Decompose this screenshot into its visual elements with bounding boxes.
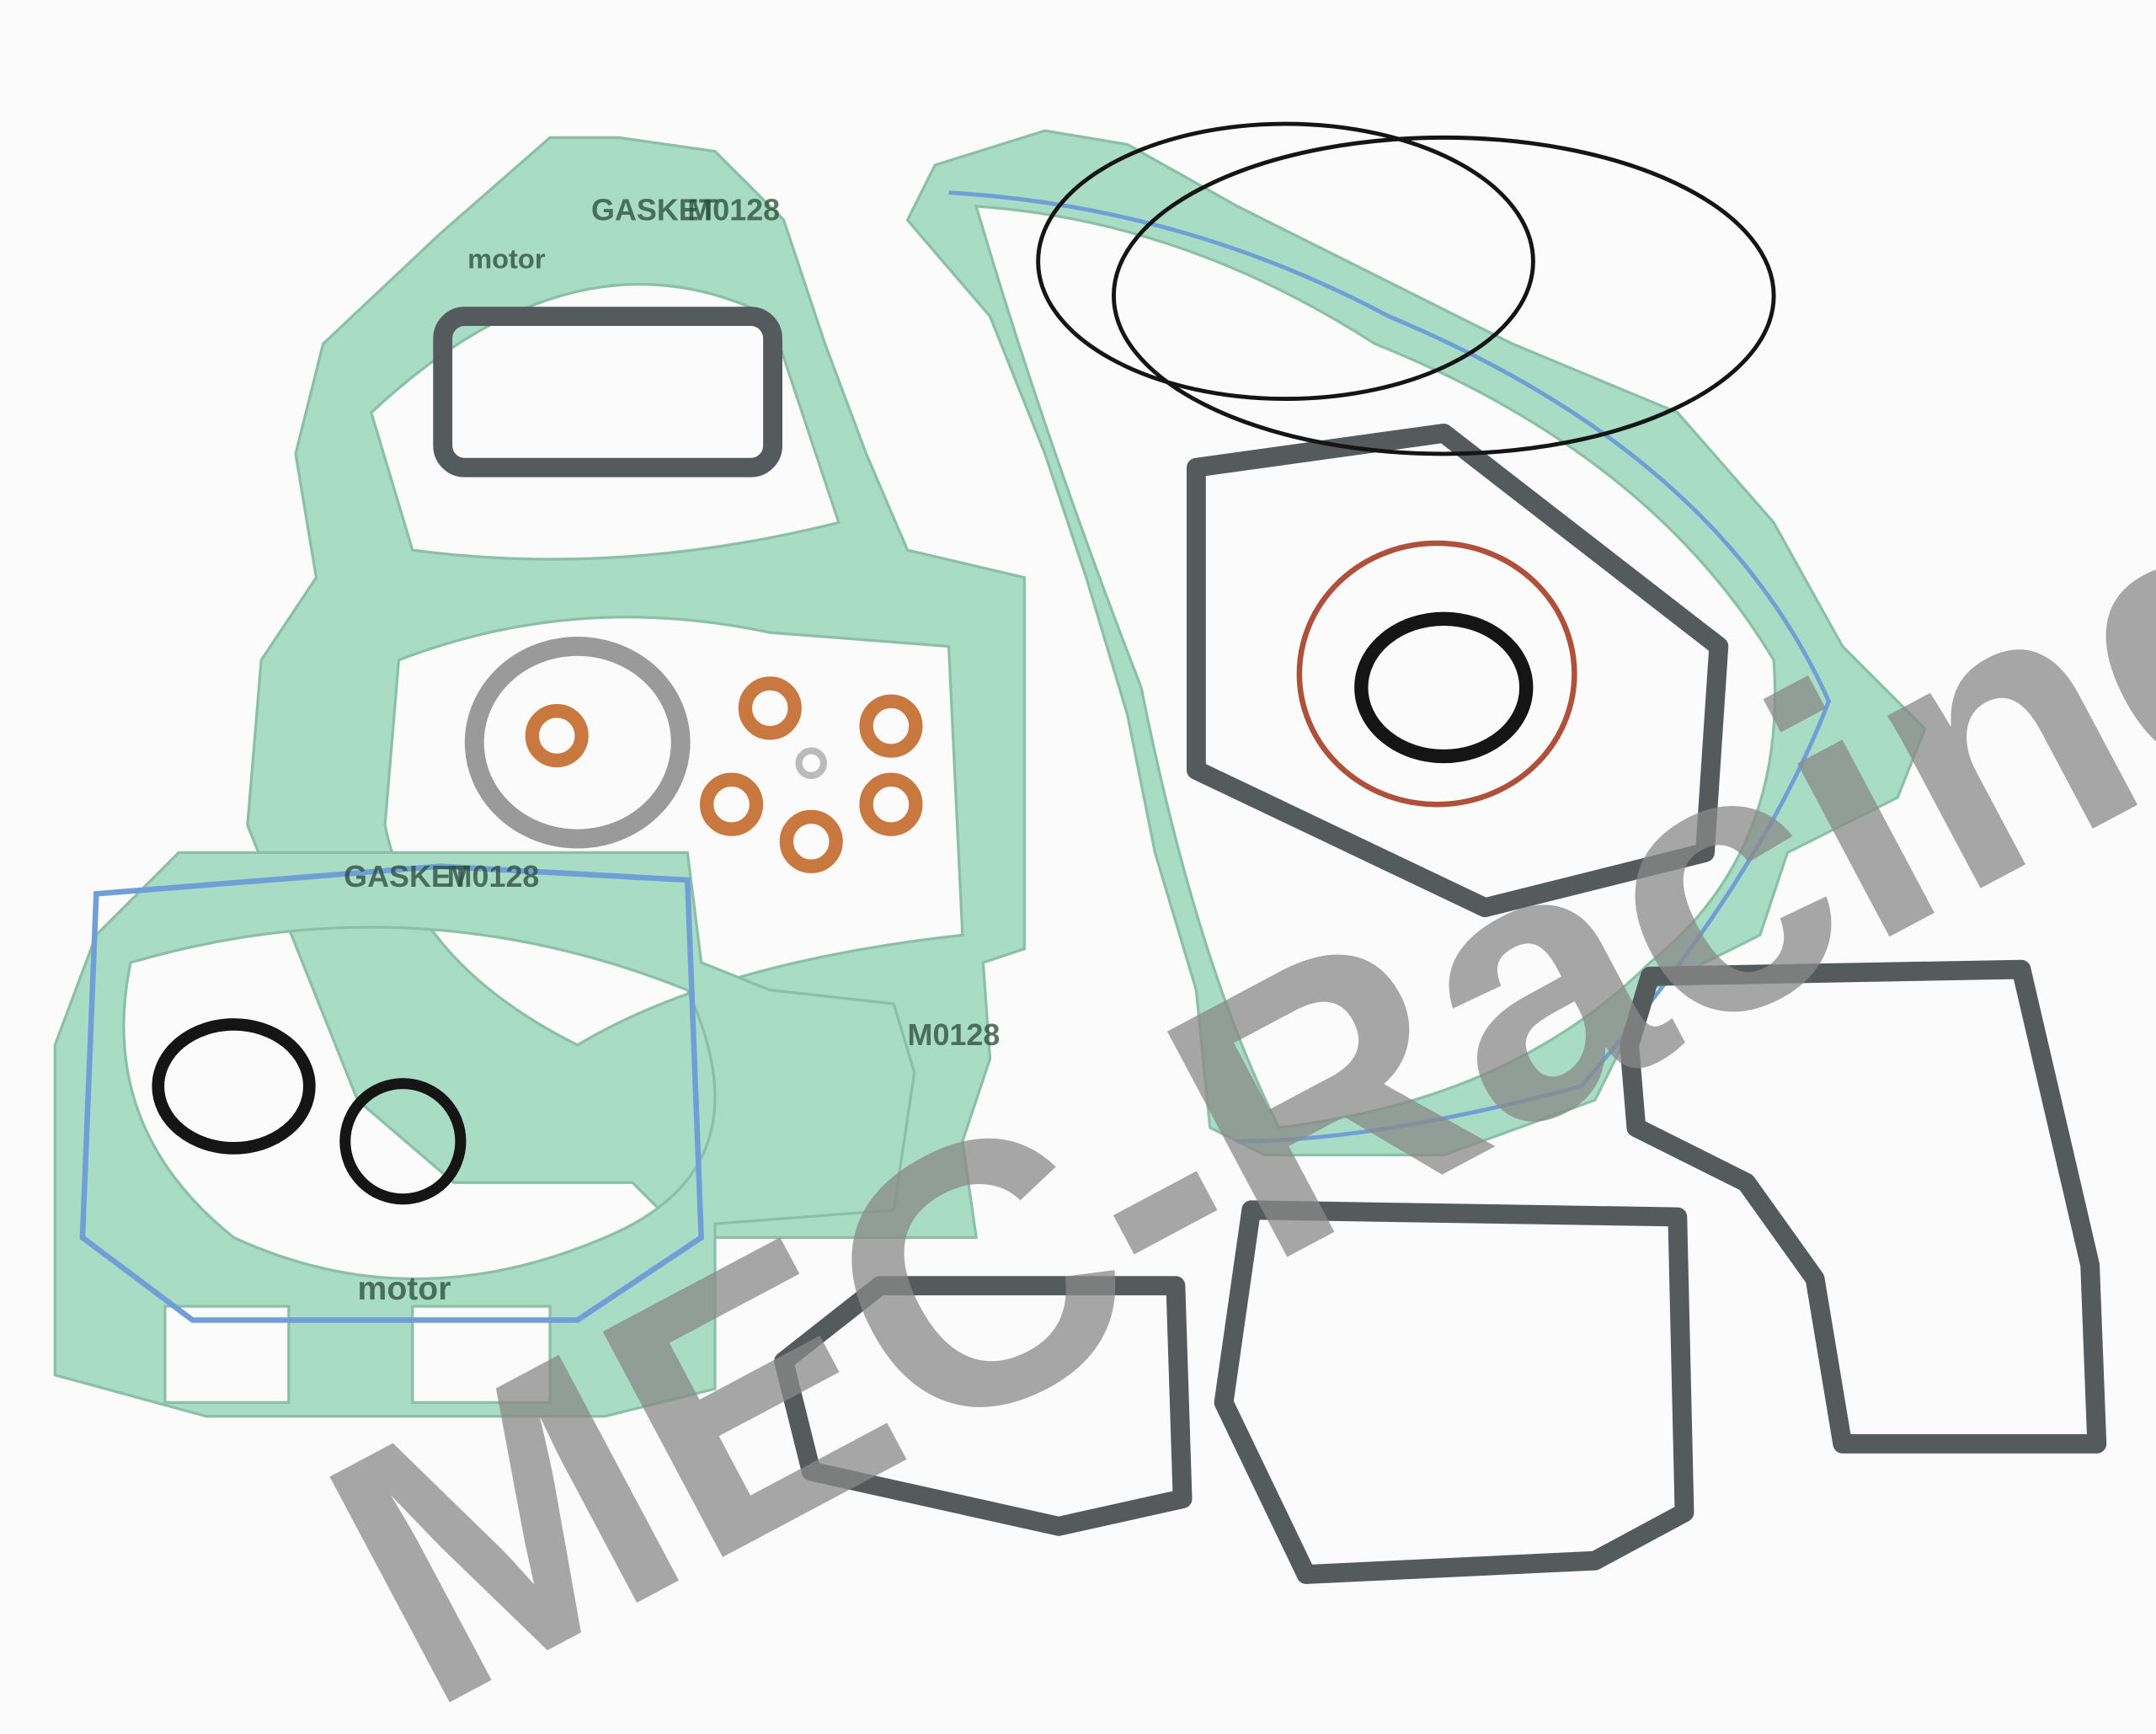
svg-text:M0128: M0128 [908,1017,1001,1052]
svg-text:M0128: M0128 [447,859,540,894]
svg-text:GASKET: GASKET [344,859,470,894]
cylinder-base-gasket [53,851,916,1418]
svg-text:motor: motor [357,1271,451,1307]
metal-gaskets [433,307,2107,1584]
o-rings [152,121,1776,1205]
svg-text:motor: motor [467,243,546,274]
copper-washers [525,676,923,873]
svg-text:GASKET: GASKET [591,192,718,227]
crankcase-gasket-right [905,129,1927,1157]
svg-text:M0128: M0128 [687,192,780,227]
gasket-print-labels: GASKET M0128 motor GASKET M0128 motor M0… [344,192,1000,1307]
